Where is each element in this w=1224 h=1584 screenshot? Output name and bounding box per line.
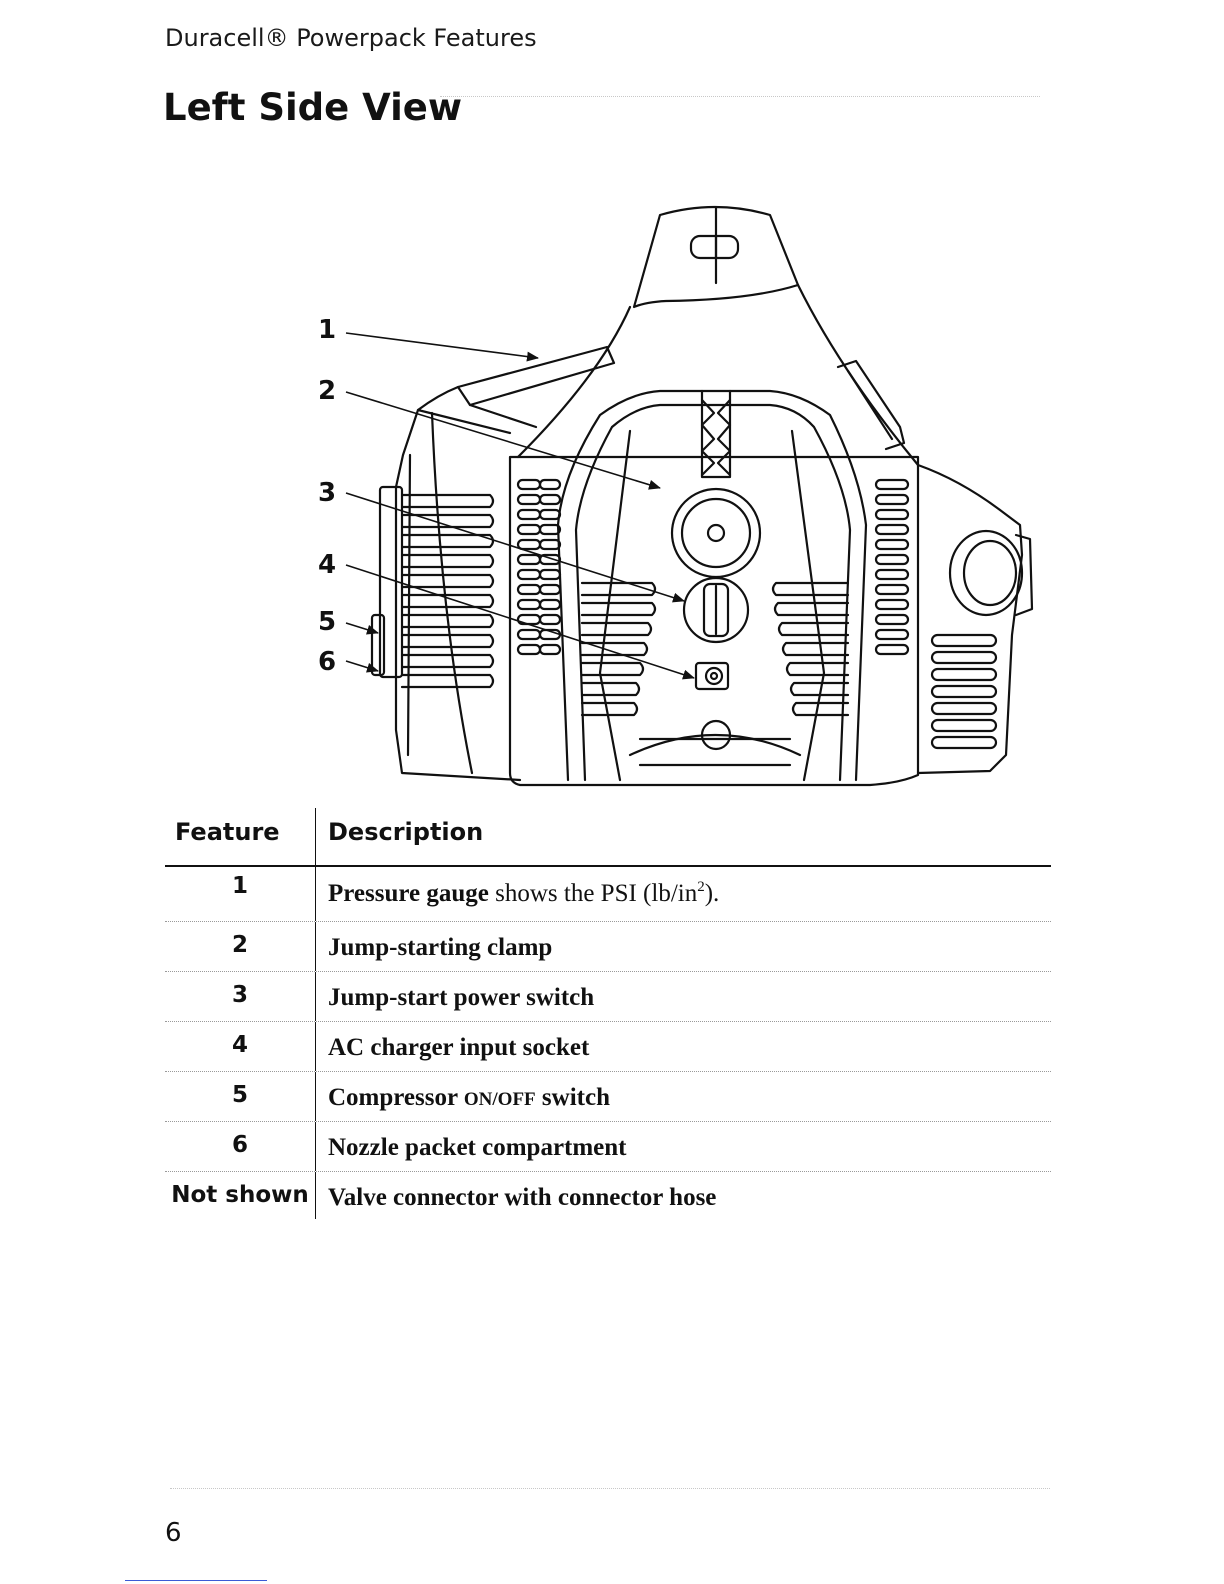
- table-row: 4 AC charger input socket: [165, 1022, 1051, 1072]
- description-column-header: Description: [316, 808, 1051, 865]
- callout-3: 3: [318, 478, 336, 508]
- table-row: 5 Compressor ON/OFF switch: [165, 1072, 1051, 1122]
- pressure-gauge-outline: [458, 347, 614, 405]
- callout-5: 5: [318, 607, 336, 637]
- feature-description: Valve connector with connector hose: [316, 1172, 1051, 1219]
- description-text: shows the PSI (lb/in: [489, 880, 697, 907]
- table-row: Not shown Valve connector with connector…: [165, 1172, 1051, 1219]
- superscript: 2: [697, 879, 705, 895]
- side-port: [950, 531, 1022, 615]
- feature-number: 4: [165, 1022, 316, 1071]
- footer-faint-rule: [170, 1488, 1050, 1489]
- table-row: 3 Jump-start power switch: [165, 972, 1051, 1022]
- leader-line-6: [346, 661, 378, 671]
- feature-number: 1: [165, 867, 316, 921]
- inner-right-vents: [773, 583, 848, 715]
- compressor-switch-outline: [372, 615, 384, 675]
- table-row: 6 Nozzle packet compartment: [165, 1122, 1051, 1172]
- callout-4: 4: [318, 550, 336, 580]
- feature-number: 6: [165, 1122, 316, 1171]
- description-bold-text: Pressure gauge: [328, 880, 489, 907]
- table-header-row: Feature Description: [165, 808, 1051, 867]
- jump-clamp-dial: [672, 489, 760, 577]
- feature-number: 5: [165, 1072, 316, 1121]
- description-bold-tail: switch: [536, 1084, 610, 1111]
- front-right-vent-column: [876, 480, 908, 654]
- feature-description: Nozzle packet compartment: [316, 1122, 1051, 1171]
- callout-6: 6: [318, 647, 336, 677]
- description-smallcaps-text: ON/OFF: [464, 1089, 536, 1110]
- description-tail: ).: [705, 880, 720, 907]
- feature-description: Compressor ON/OFF switch: [316, 1072, 1051, 1121]
- page-underline: [125, 1580, 267, 1581]
- callout-2: 2: [318, 376, 336, 406]
- description-bold-text: Compressor: [328, 1084, 464, 1111]
- left-shell-outline: [396, 387, 520, 780]
- feature-description: Jump-start power switch: [316, 972, 1051, 1021]
- feature-description: Jump-starting clamp: [316, 922, 1051, 971]
- feature-column-header: Feature: [165, 808, 316, 865]
- feature-table: Feature Description 1 Pressure gauge sho…: [165, 808, 1051, 1219]
- feature-number: 2: [165, 922, 316, 971]
- powerpack-left-side-illustration: 1 2 3 4 5 6: [300, 195, 1060, 800]
- leader-line-1: [346, 333, 538, 358]
- leader-line-5: [346, 623, 378, 633]
- inner-left-vents: [582, 583, 655, 715]
- section-title: Left Side View: [163, 86, 462, 129]
- feature-description: Pressure gauge shows the PSI (lb/in2).: [316, 867, 1051, 921]
- page-number: 6: [165, 1518, 182, 1548]
- table-row: 2 Jump-starting clamp: [165, 922, 1051, 972]
- header-faint-rule: [440, 96, 1040, 97]
- callout-1: 1: [318, 315, 336, 345]
- right-side-outline: [918, 465, 1022, 773]
- right-side-vents: [932, 635, 996, 748]
- running-header: Duracell® Powerpack Features: [165, 24, 537, 52]
- feature-description: AC charger input socket: [316, 1022, 1051, 1071]
- feature-number: Not shown: [165, 1172, 316, 1219]
- feature-number: 3: [165, 972, 316, 1021]
- table-row: 1 Pressure gauge shows the PSI (lb/in2).: [165, 867, 1051, 922]
